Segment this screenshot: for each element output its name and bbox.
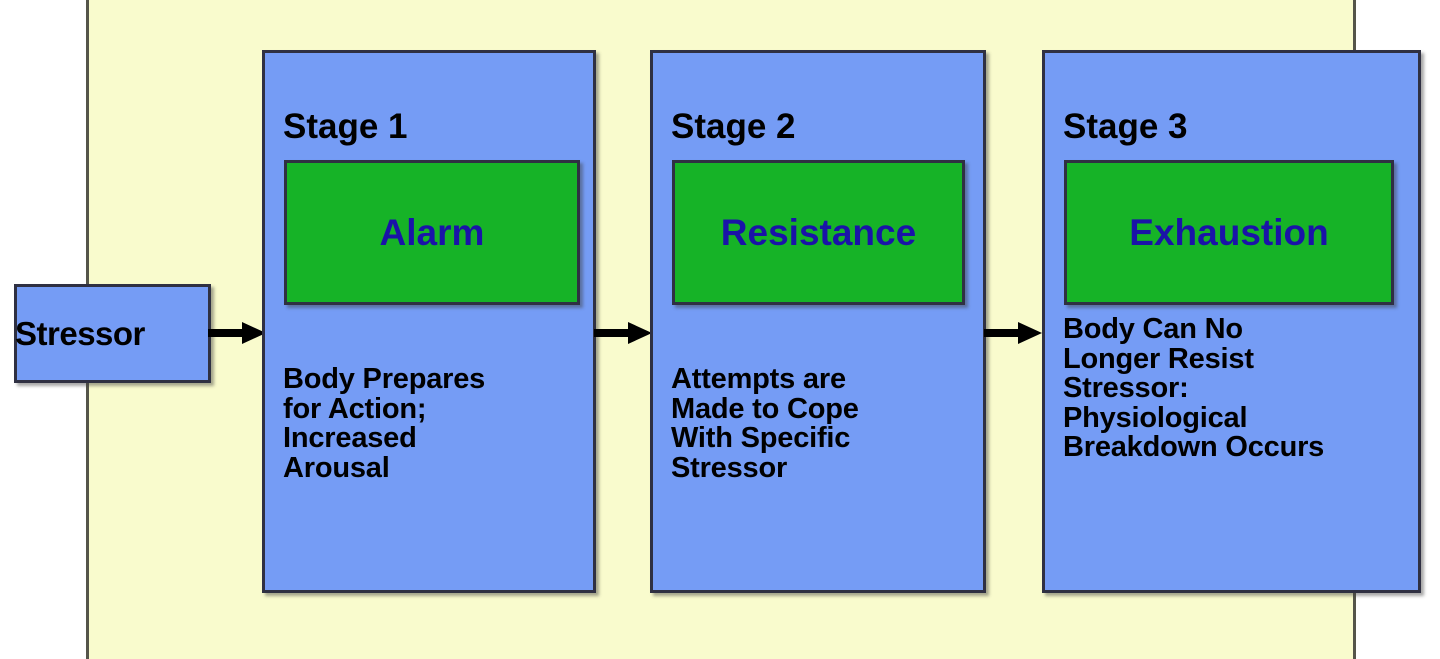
stage-3-description: Body Can No Longer Resist Stressor: Phys… [1063, 313, 1325, 464]
stage-3-title: Stage 3 [1063, 107, 1188, 146]
stage-3-name-label: Exhaustion [1129, 212, 1329, 253]
stressor-box[interactable]: Stressor [14, 284, 211, 383]
arrow-stage-1-to-stage-2-icon [594, 322, 652, 344]
stage-1-box[interactable]: Stage 1 Alarm Body Prepares for Action; … [262, 50, 596, 593]
stage-1-description: Body Prepares for Action; Increased Arou… [283, 363, 486, 484]
arrow-stage-2-to-stage-3-icon [984, 322, 1042, 344]
stage-1-name-label: Alarm [379, 212, 485, 253]
stage-1-name-box[interactable]: Alarm [284, 160, 580, 305]
stage-2-name-box[interactable]: Resistance [672, 160, 965, 305]
stage-1-title: Stage 1 [283, 107, 408, 146]
stage-2-box[interactable]: Stage 2 Resistance Attempts are Made to … [650, 50, 986, 593]
stage-3-name-box[interactable]: Exhaustion [1064, 160, 1394, 305]
arrow-stressor-to-stage-1-icon [208, 322, 266, 344]
stage-2-title: Stage 2 [671, 107, 796, 146]
stage-2-name-label: Resistance [720, 212, 917, 253]
stage-3-box[interactable]: Stage 3 Exhaustion Body Can No Longer Re… [1042, 50, 1421, 593]
stressor-label: Stressor [15, 315, 145, 352]
stage-2-description: Attempts are Made to Cope With Specific … [671, 363, 859, 484]
